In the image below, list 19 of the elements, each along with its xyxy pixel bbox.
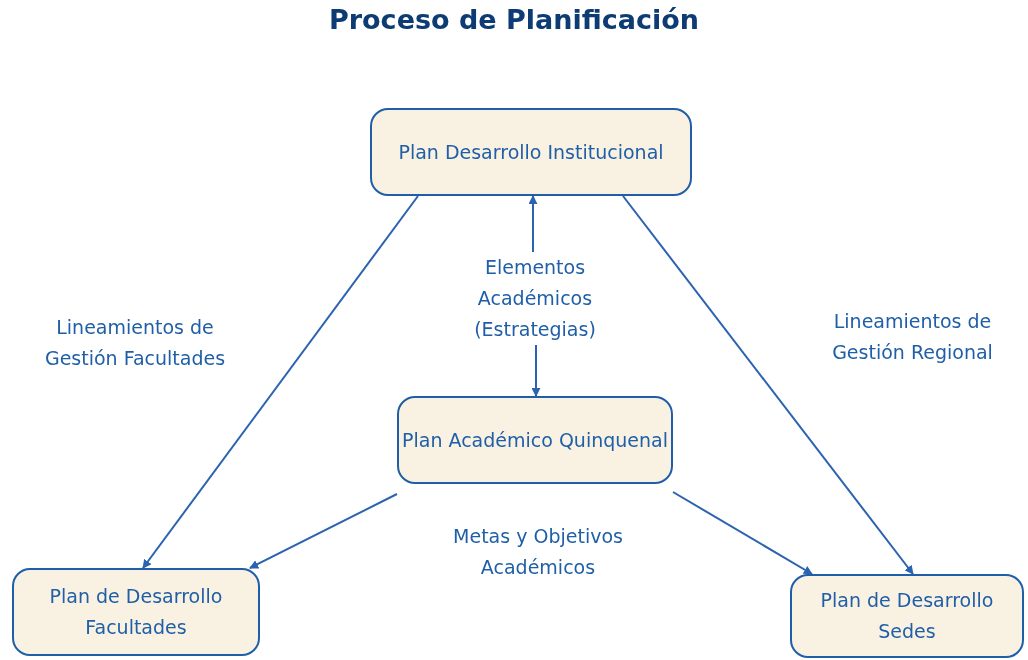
process-box [397,396,673,484]
box-text: Plan de Desarrollo Sedes [819,588,995,644]
arrow [622,195,914,575]
arrow [528,195,538,253]
node-text: Elementos Académicos (Estrategias) [450,252,620,345]
arrow [672,491,813,575]
arrow [142,195,419,569]
process-box [12,568,260,656]
arrow [531,344,541,397]
box-text: Plan de Desarrollo Facultades [48,584,224,640]
process-box [790,574,1024,658]
edge-label: Lineamientos de Gestión Facultades [43,315,227,371]
process-box [370,108,692,196]
box-text: Plan Académico Quinquenal [402,427,668,453]
arrow [249,493,398,569]
edge-label: Lineamientos de Gestión Regional [831,309,994,365]
box-text: Plan Desarrollo Institucional [398,139,664,165]
note-text: Metas y Objetivos Académicos [452,524,624,580]
diagram-title: Proceso de Planificación [327,4,700,35]
